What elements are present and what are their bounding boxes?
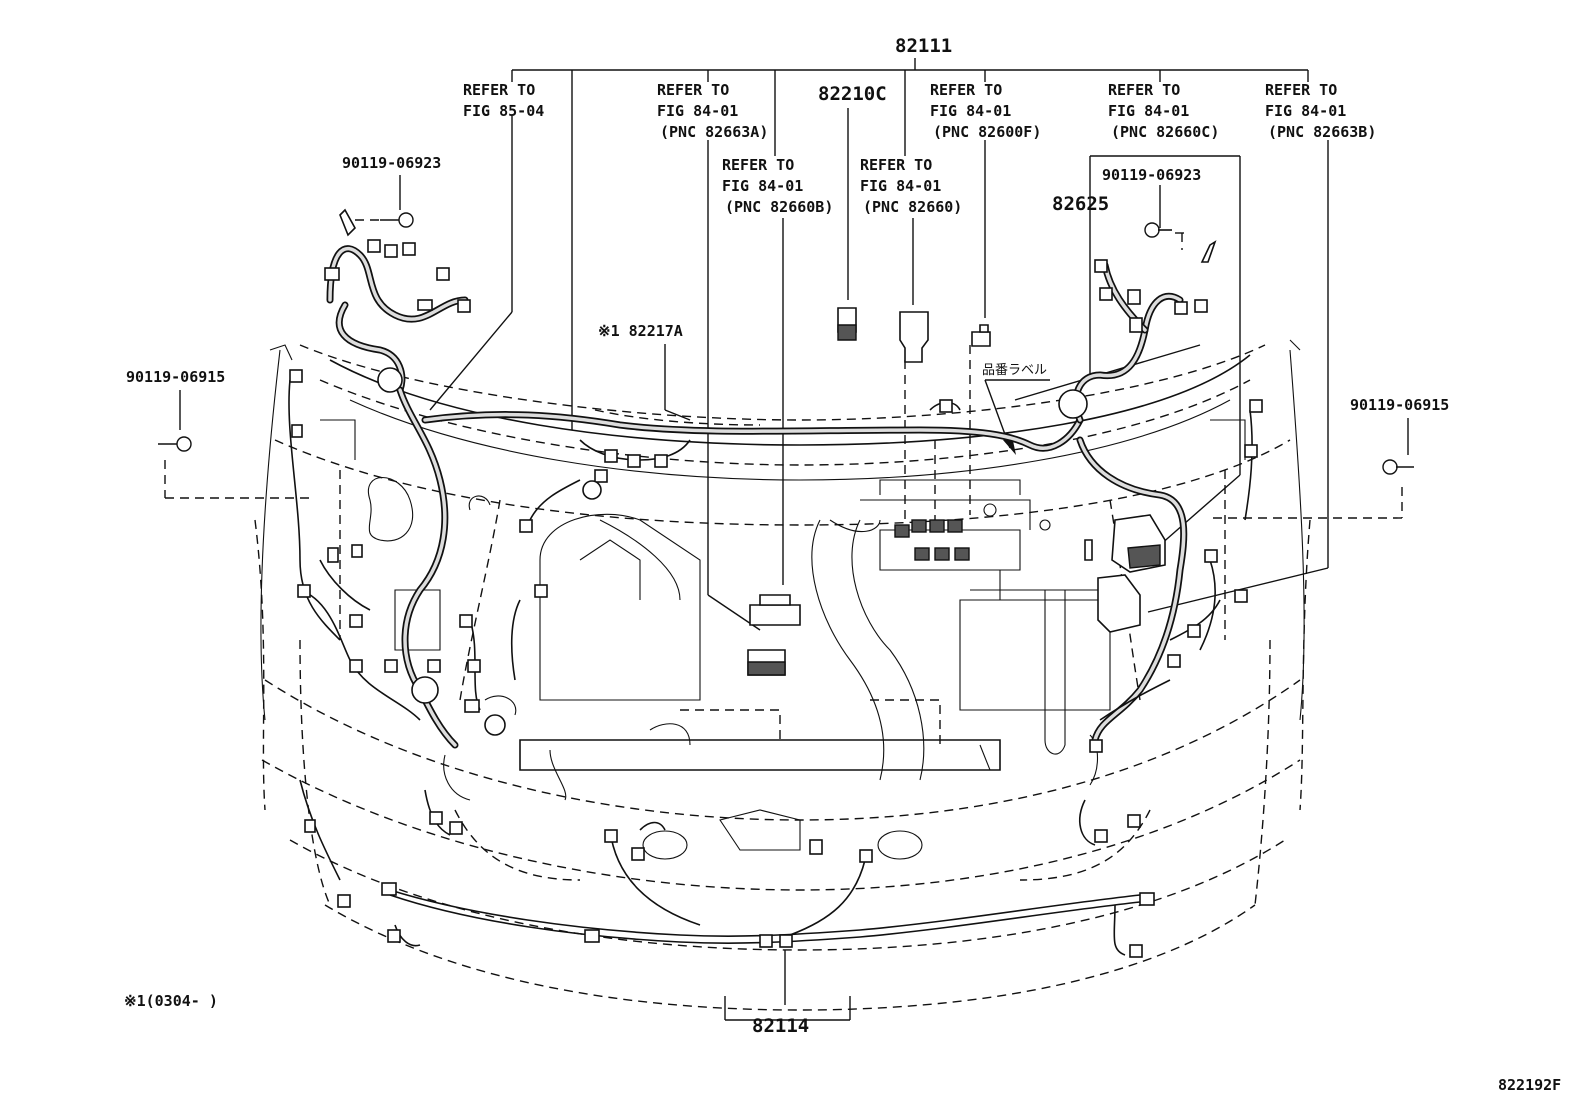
part-82111-leader-bracket bbox=[511, 58, 1309, 430]
refer-pnc-82660c: REFER TO FIG 84-01 (PNC 82660C) bbox=[1108, 81, 1219, 141]
refer-fig85-04: REFER TO FIG 85-04 bbox=[463, 81, 544, 120]
bolt-label-top-left: 90119-06923 bbox=[342, 154, 441, 172]
bolt-label-right: 90119-06915 bbox=[1350, 396, 1449, 414]
dashed-mount-lines bbox=[164, 219, 1403, 520]
japanese-part-number-label: 品番ラベル bbox=[982, 363, 1047, 378]
refer-pnc-82663a: REFER TO FIG 84-01 (PNC 82663A) bbox=[657, 81, 768, 141]
refer-pnc-82660b: REFER TO FIG 84-01 (PNC 82660B) bbox=[722, 156, 833, 216]
refer-pnc-82663b: REFER TO FIG 84-01 (PNC 82663B) bbox=[1265, 81, 1376, 141]
connectors bbox=[289, 239, 1263, 958]
figure-id: 822192F bbox=[1498, 1076, 1561, 1094]
loose-parts bbox=[747, 307, 1166, 676]
bolt-icon-right bbox=[1382, 459, 1414, 475]
part-label-82625: 82625 bbox=[1052, 193, 1109, 215]
bolt-label-left: 90119-06915 bbox=[126, 368, 225, 386]
bolt-icon-top-right bbox=[1144, 222, 1172, 238]
leader-lines bbox=[179, 108, 1409, 1021]
part-label-82114: 82114 bbox=[752, 1015, 809, 1037]
refer-pnc-82660: REFER TO FIG 84-01 (PNC 82660) bbox=[860, 156, 962, 216]
bolt-icon-top-left bbox=[380, 212, 414, 228]
bolt-icon-left bbox=[158, 436, 192, 452]
bolt-label-top-right: 90119-06923 bbox=[1102, 166, 1201, 184]
engine-bay-structure bbox=[260, 339, 1305, 860]
part-label-82111: 82111 bbox=[895, 35, 952, 57]
footnote: ※1(0304- ) bbox=[124, 992, 218, 1010]
part-label-82217a: ※1 82217A bbox=[598, 322, 683, 340]
bolts bbox=[158, 208, 1414, 475]
refer-pnc-82600f: REFER TO FIG 84-01 (PNC 82600F) bbox=[930, 81, 1041, 141]
part-label-82210c: 82210C bbox=[818, 83, 887, 105]
